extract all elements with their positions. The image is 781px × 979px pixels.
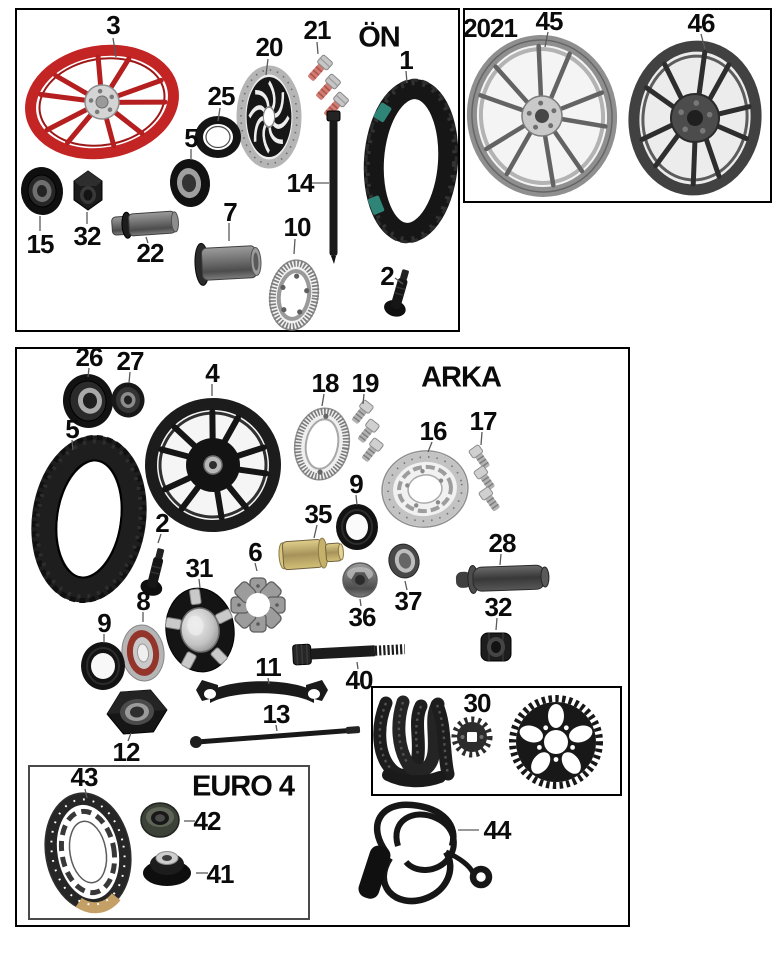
drive-chain [373,695,455,788]
label-front-brake-disc: 20 [255,32,284,62]
front-axle [326,110,341,264]
label-rear-seal-9a: 9 [349,469,364,499]
label-sprocket-hub: 31 [185,553,214,583]
rear-panel-title: ARKA [421,361,502,394]
euro4-panel-box [28,765,310,920]
label-euro4-bushing-42: 42 [193,806,222,836]
label-front-abs-ring: 10 [283,212,312,242]
label-euro4-disc: 43 [70,762,99,792]
rear-bearing-27 [111,382,145,418]
label-front-oring: 25 [207,81,236,111]
rear-bearing-8 [121,624,165,682]
rear-bolt-40 [292,643,406,666]
label-rear-bearing-26: 26 [75,342,104,372]
rear-nut-36 [342,562,378,598]
rear-brake-disc [381,450,469,528]
rear-abs-bolts [348,398,385,465]
rear-tire [31,434,147,604]
label-rear-axle-nut: 12 [112,737,141,767]
label-wheel-45: 45 [535,6,564,36]
euro4-bushing-41 [143,851,191,886]
front-hub-spacer [194,242,262,286]
label-wheel-46: 46 [687,8,716,38]
rear-spacer-gold [278,537,344,571]
label-rear-wheel: 4 [205,358,220,388]
rear-bearing-26 [62,374,114,428]
axle-sleeve [455,564,550,594]
label-cush-rubbers: 6 [248,537,263,567]
front-spacer [111,210,179,239]
rear-disc-bolts [467,443,503,514]
label-torque-link: 11 [255,652,281,682]
label-rear-seal-9b: 9 [97,608,112,638]
rear-axle-nut [106,689,168,735]
label-adjuster-rod: 13 [262,699,291,729]
front-disc-bolts [304,53,350,121]
front-oring [195,116,241,158]
label-front-nut: 32 [73,221,102,251]
label-rear-tire: 5 [65,414,80,444]
label-rear-abs-bolts: 19 [351,368,380,398]
label-rear-abs-ring: 18 [311,368,340,398]
front-brake-disc [236,65,302,169]
label-rear-bearing-8: 8 [136,586,151,616]
rear-sprocket [509,695,603,789]
wheel-46 [628,40,762,196]
front-axle-nut [73,170,103,211]
label-chain-kit: 30 [463,688,492,718]
front-abs-ring [268,259,320,331]
label-sensor-cable: 44 [483,815,512,845]
rear-wheel [145,397,281,533]
rear-abs-ring [293,407,351,481]
label-rear-disc-bolts: 17 [469,406,498,436]
front-wheel [25,44,179,160]
rear-spacer-37 [388,543,420,579]
sprocket-hub [164,587,235,673]
label-front-wheel: 3 [106,10,121,40]
cush-drive-rubbers [230,577,286,633]
chain-kit-box [371,686,622,796]
front-tire [363,78,459,244]
label-euro4-bushing-41: 41 [206,859,235,889]
torque-link [196,680,328,703]
label-front-bearing: 15 [26,229,55,259]
front-seal [169,159,211,207]
label-rear-spacer-37: 37 [394,586,423,616]
front-panel-box [15,8,460,332]
label-rear-spacer-gold: 35 [304,499,333,529]
label-rear-brake-disc: 16 [419,416,448,446]
euro4-bushing-42 [140,802,180,838]
euro4-brake-disc [44,792,132,914]
front-sprocket [451,716,493,758]
label-front-valve: 2 [380,261,395,291]
year-label: 2021 [463,13,518,43]
rear-panel-box [15,347,630,927]
sleeve-nut-32 [480,632,512,662]
adjuster-rod [190,726,361,748]
euro4-panel-title: EURO 4 [192,770,295,803]
label-rear-nut-36: 36 [348,602,377,632]
wheel-45 [466,35,618,197]
label-front-tire: 1 [399,45,414,75]
rear-seal-9a [336,504,378,550]
rear-seal-9b [81,642,125,690]
label-rear-bolt-40: 40 [345,665,374,695]
label-rear-valve: 2 [155,508,170,538]
label-front-spacer: 22 [136,238,165,268]
label-front-hub-spacer: 7 [223,197,238,227]
year-panel-box [463,8,772,203]
label-front-disc-bolts: 21 [303,15,332,45]
abs-sensor-cable [358,801,493,905]
front-panel-title: ÖN [358,21,400,54]
label-axle-sleeve: 28 [488,528,517,558]
label-front-axle: 14 [286,168,315,198]
leader-lines [39,31,706,874]
front-bearing [20,167,64,215]
label-sleeve-nut: 32 [484,592,513,622]
label-front-seal: 5 [184,123,199,153]
label-rear-bearing-27: 27 [116,346,145,376]
